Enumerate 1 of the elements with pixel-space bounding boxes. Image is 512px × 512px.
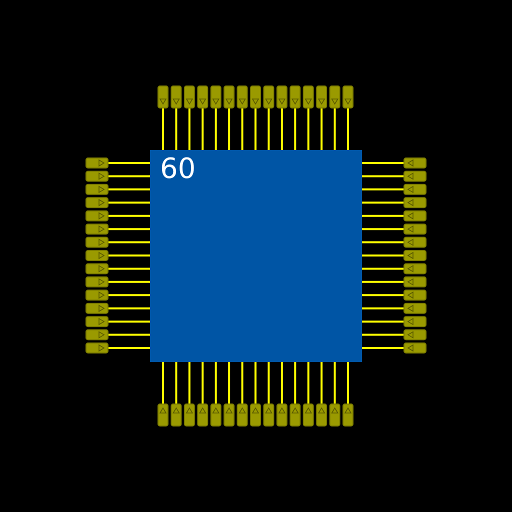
chip-label: 60 [160,152,196,186]
